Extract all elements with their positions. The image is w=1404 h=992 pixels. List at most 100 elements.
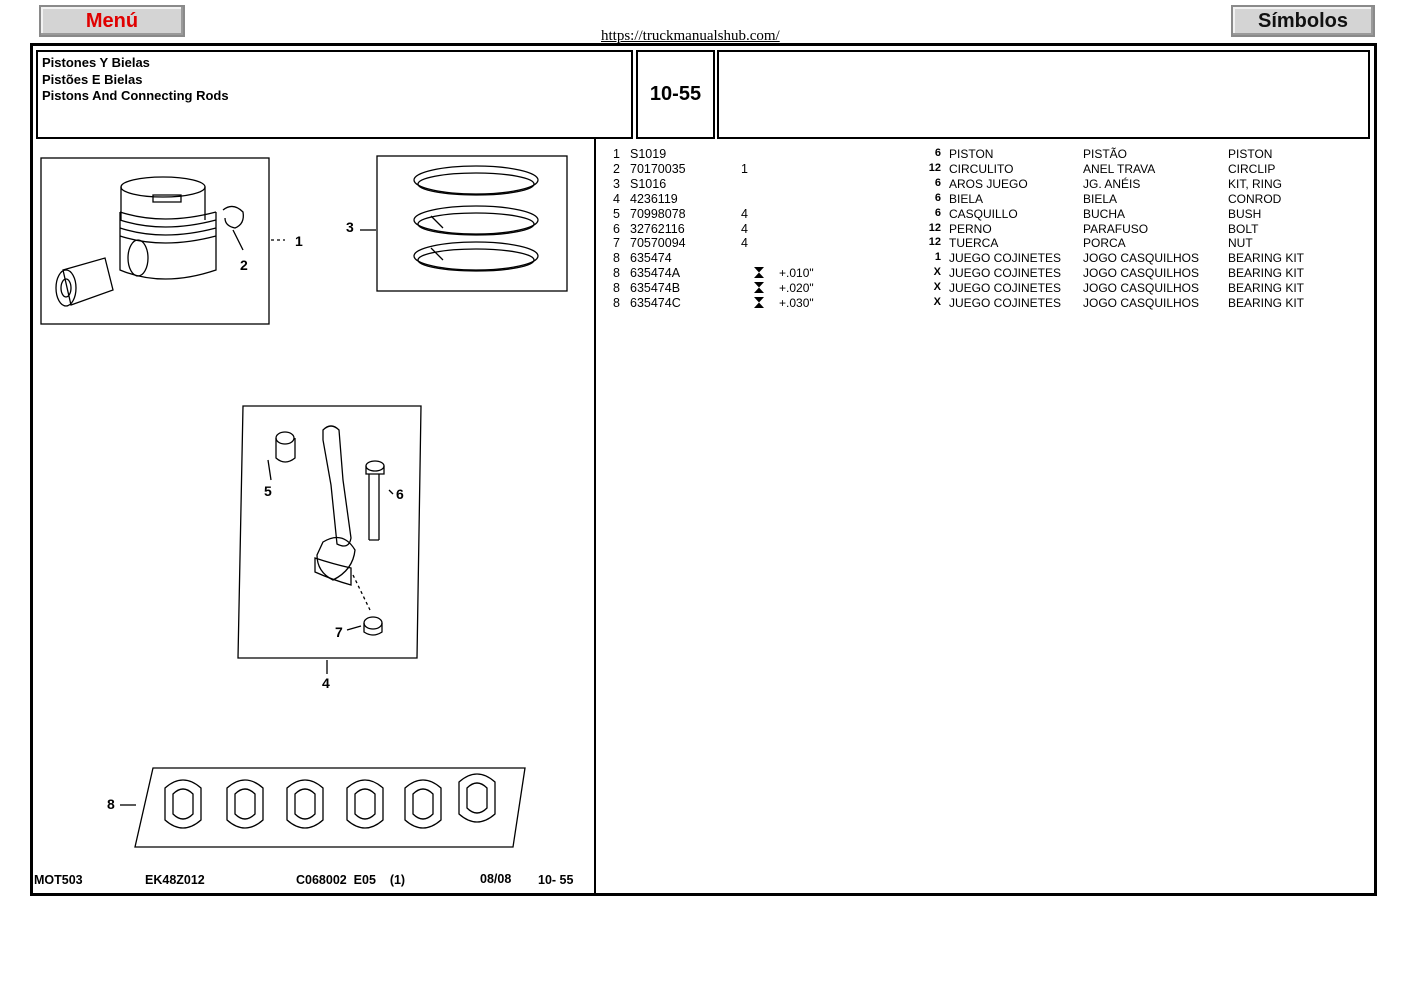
title-portuguese: Pistões E Bielas	[42, 71, 143, 87]
footer-model: MOT503	[34, 873, 83, 887]
description-english: CONROD	[1228, 191, 1282, 206]
row-number: 8	[613, 266, 620, 281]
description-spanish: CASQUILLO	[949, 206, 1018, 221]
menu-button[interactable]: Menú	[39, 5, 185, 37]
description-portuguese: PISTÃO	[1083, 147, 1128, 161]
row-number: 5	[613, 206, 620, 221]
callout-4: 4	[322, 675, 330, 691]
hourglass-icon	[753, 266, 767, 282]
quantity: 6	[934, 206, 941, 219]
hourglass-icon	[753, 281, 767, 297]
section-code: 10-55	[636, 50, 715, 139]
part-number: 635474	[630, 251, 672, 266]
source-url-link[interactable]: https://truckmanualshub.com/	[601, 28, 780, 44]
row-number: 6	[613, 221, 620, 236]
callout-5: 5	[264, 483, 272, 499]
reference: 4	[741, 236, 748, 251]
title-english: Pistons And Connecting Rods	[42, 88, 229, 103]
callout-8: 8	[107, 796, 115, 812]
column-divider	[594, 139, 596, 896]
row-number: 4	[613, 191, 620, 206]
part-number: 4236119	[630, 191, 678, 206]
description-english: PISTON	[1228, 147, 1273, 161]
description-english: BEARING KIT	[1228, 281, 1305, 296]
piston-figure-frame	[40, 157, 270, 325]
part-number: 70170035	[630, 161, 686, 176]
leader-2	[232, 229, 244, 251]
bearings-figure-frame	[134, 767, 526, 848]
leader-5	[267, 459, 272, 481]
description-english: BOLT	[1228, 221, 1259, 236]
quantity: 12	[928, 221, 941, 234]
description-portuguese: BUCHA	[1083, 206, 1126, 221]
rings-figure-frame	[376, 155, 568, 292]
description-portuguese: JG. ANÉIS	[1083, 176, 1141, 191]
parts-illustration: 1 2 3 4 5 6 7 8	[40, 155, 568, 848]
undersize-variant: +.030"	[779, 296, 814, 310]
quantity: 6	[934, 191, 941, 204]
page-frame	[30, 43, 1377, 896]
undersize-variant: +.020"	[779, 281, 814, 296]
quantity: 6	[934, 176, 941, 189]
description-english: NUT	[1228, 236, 1253, 251]
callout-7: 7	[335, 624, 343, 640]
row-number: 8	[613, 296, 620, 310]
quantity: X	[933, 281, 941, 294]
symbols-button[interactable]: Símbolos	[1231, 5, 1375, 37]
parts-row: 8 635474C +.030" X JUEGO COJINETES JOGO CASQU…	[605, 296, 1365, 311]
callout-2: 2	[240, 257, 248, 273]
description-spanish: JUEGO COJINETES	[949, 296, 1062, 310]
part-number: 635474C	[630, 296, 681, 310]
part-number: 635474A	[630, 266, 681, 281]
quantity: X	[933, 296, 941, 308]
reference: 4	[741, 221, 748, 236]
row-number: 3	[613, 176, 620, 191]
callout-1: 1	[295, 233, 303, 249]
title-box: Pistones Y Bielas Pistões E Bielas Pisto…	[36, 50, 633, 139]
description-spanish: CIRCULITO	[949, 161, 1014, 176]
quantity: X	[933, 266, 941, 279]
description-portuguese: ANEL TRAVA	[1083, 161, 1156, 176]
leader-7-dash	[352, 574, 371, 611]
callout-6: 6	[396, 486, 404, 502]
row-number: 7	[613, 236, 620, 251]
description-spanish: PERNO	[949, 221, 992, 236]
description-english: BEARING KIT	[1228, 296, 1305, 310]
quantity: 6	[934, 147, 941, 159]
part-number: S1016	[630, 176, 667, 191]
quantity: 12	[928, 236, 941, 249]
footer-date: 08/08	[480, 872, 512, 886]
part-number: S1019	[630, 147, 667, 161]
description-spanish: JUEGO COJINETES	[949, 266, 1062, 281]
row-number: 8	[613, 251, 620, 266]
description-spanish: BIELA	[949, 191, 984, 206]
part-number: 32762116	[630, 221, 685, 236]
description-spanish: JUEGO COJINETES	[949, 281, 1062, 296]
quantity: 1	[934, 251, 941, 264]
description-english: BUSH	[1228, 206, 1262, 221]
parts-row: 6 32762116 4 12 PERNO PARAFUSO BOLT	[605, 222, 1365, 237]
reference: 4	[741, 206, 748, 221]
quantity: 12	[928, 161, 941, 174]
callout-3: 3	[346, 219, 354, 235]
row-number: 8	[613, 281, 620, 296]
leader-6	[388, 489, 394, 495]
description-portuguese: JOGO CASQUILHOS	[1083, 296, 1200, 310]
hourglass-icon	[753, 296, 767, 312]
description-english: CIRCLIP	[1228, 161, 1276, 176]
part-number: 635474B	[630, 281, 681, 296]
description-spanish: PISTON	[949, 147, 994, 161]
conrod-drawing	[275, 425, 385, 636]
description-portuguese: PARAFUSO	[1083, 221, 1149, 236]
description-english: KIT, RING	[1228, 176, 1283, 191]
footer-page: 10- 55	[538, 873, 574, 887]
description-english: BEARING KIT	[1228, 251, 1305, 266]
description-portuguese: BIELA	[1083, 191, 1118, 206]
